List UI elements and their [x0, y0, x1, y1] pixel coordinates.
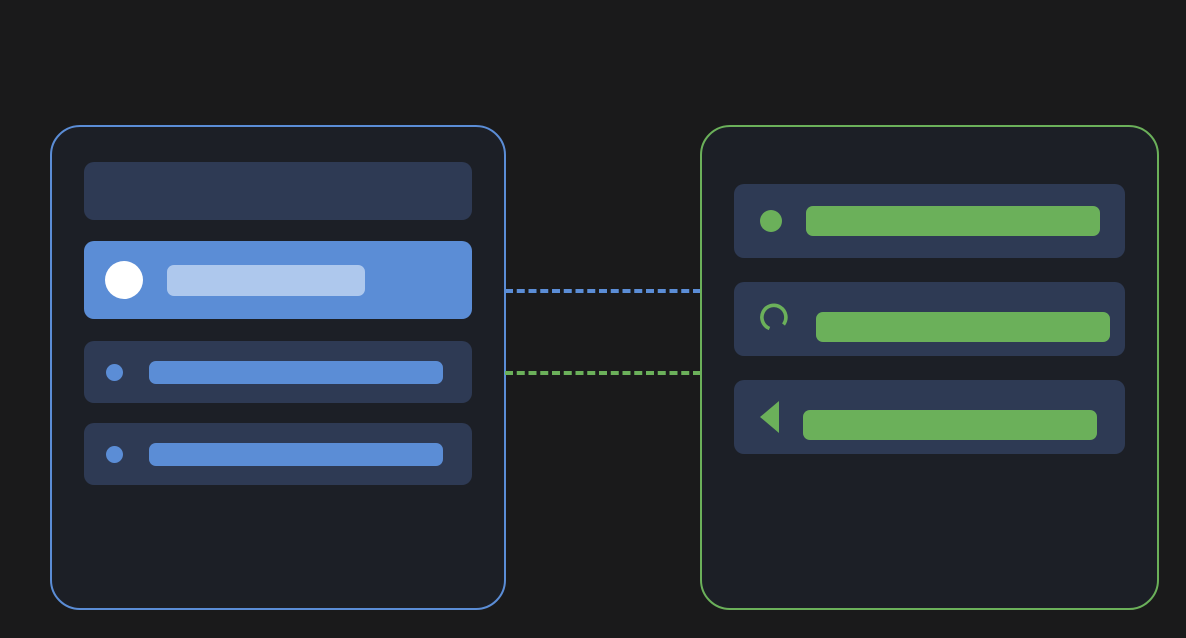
source-row-placeholder[interactable]: [84, 162, 472, 220]
target-panel[interactable]: [700, 125, 1159, 610]
filled-circle-icon: [106, 363, 123, 381]
connector-blue-dashed: [505, 289, 701, 293]
source-row-active-content-bar: [167, 264, 365, 296]
target-row-status-collapse[interactable]: [734, 380, 1125, 454]
target-row-status-loading[interactable]: [734, 282, 1125, 356]
source-row-item-1[interactable]: [84, 341, 472, 403]
target-row-status-done-content-bar: [806, 206, 1100, 236]
filled-circle-icon: [760, 210, 782, 232]
target-row-status-collapse-content-bar: [803, 410, 1097, 440]
target-row-status-loading-content-bar: [816, 312, 1110, 342]
source-row-item-2[interactable]: [84, 423, 472, 485]
source-panel[interactable]: [50, 125, 506, 610]
triangle-left-icon: [760, 401, 779, 433]
connector-green-dashed: [505, 371, 701, 375]
source-row-active[interactable]: [84, 241, 472, 319]
filled-circle-icon: [105, 261, 143, 299]
filled-circle-icon: [106, 445, 123, 463]
source-row-item-1-content-bar: [149, 360, 443, 384]
target-row-status-done[interactable]: [734, 184, 1125, 258]
target-panel-body: [702, 127, 1157, 478]
spinner-arc-icon: [760, 303, 792, 335]
source-row-item-2-content-bar: [149, 442, 443, 466]
source-panel-body: [52, 127, 504, 505]
